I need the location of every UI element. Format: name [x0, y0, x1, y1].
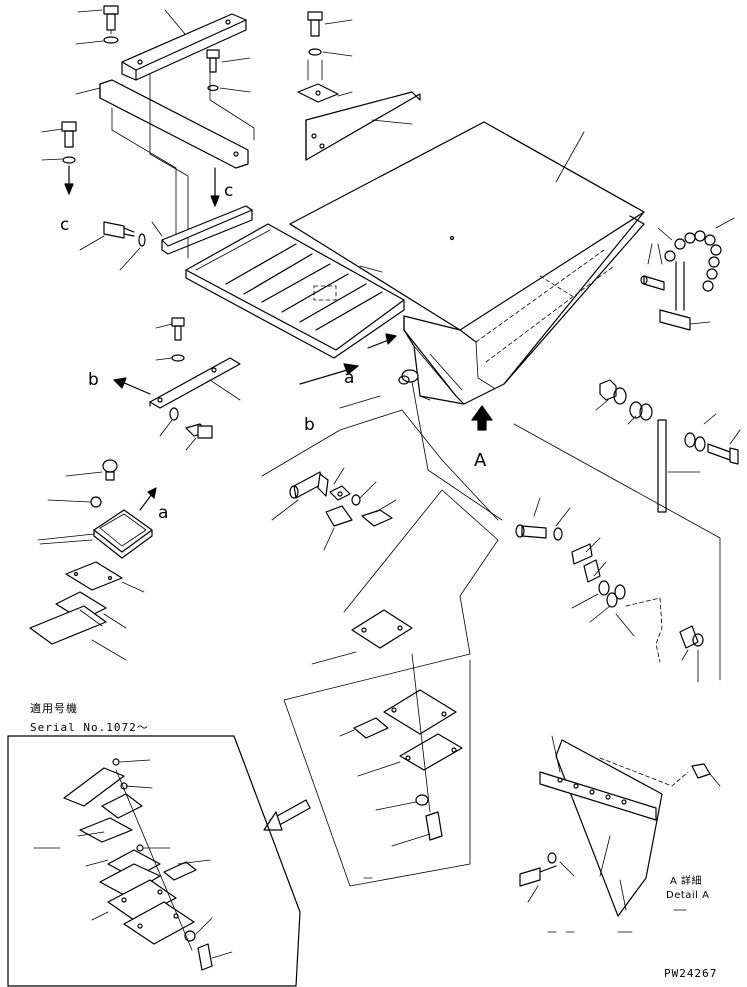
rod-bolt-right	[684, 413, 741, 465]
bolt-lower-b	[159, 407, 213, 451]
middle-flat-bar	[151, 205, 253, 255]
bolt-mid-top	[206, 49, 251, 93]
cover-plate-stack	[29, 561, 145, 661]
left-bar	[75, 79, 249, 169]
chute-body	[289, 121, 645, 405]
top-bolt-left	[75, 5, 119, 45]
bracket-b	[149, 357, 241, 409]
label-a-cover: a	[158, 503, 168, 523]
label-a-chute: a	[344, 368, 354, 388]
chute-pivot	[398, 369, 503, 521]
arrow-a-cover	[139, 487, 157, 511]
view-arrow-a	[471, 405, 493, 431]
hinge-column	[283, 489, 499, 887]
side-guard-plate	[305, 91, 421, 161]
label-c-top: c	[224, 181, 233, 201]
serial-arrow	[263, 799, 311, 831]
detail-a-jp: A 詳細	[670, 874, 702, 887]
right-hinge-group	[513, 423, 721, 683]
serial-note-jp: 適用号機	[30, 701, 78, 715]
arrow-a-chute	[367, 333, 397, 349]
label-b-left: b	[88, 370, 99, 390]
center-pivot-group	[261, 409, 499, 551]
arrow-c-top	[210, 167, 220, 207]
misc-ticks	[363, 877, 687, 933]
arrow-b-right	[299, 363, 381, 409]
arrow-b-left	[113, 377, 151, 395]
label-c-left: c	[60, 215, 69, 235]
bolt-left-c	[41, 121, 77, 195]
upper-angle-bracket	[121, 9, 247, 81]
serial-box-parts	[33, 758, 233, 971]
stay-rod	[657, 419, 701, 513]
bolt-left-b	[155, 317, 185, 362]
label-view-a: A	[474, 450, 487, 471]
detail-a-en: Detail A	[666, 890, 709, 901]
pin-with-chain	[640, 227, 673, 291]
inspection-cover	[37, 509, 153, 559]
chain-assembly	[659, 217, 735, 331]
leader-lines-vertical	[111, 65, 255, 259]
drawing-number: PW24267	[664, 967, 717, 980]
bolt-right-top	[297, 11, 353, 103]
label-b-bottom: b	[304, 415, 315, 435]
side-bolt-left	[79, 221, 146, 271]
cover-bolt	[47, 459, 118, 508]
detail-a-drawing	[519, 735, 721, 917]
serial-box	[7, 735, 301, 987]
serial-note-en: Serial No.1072～	[30, 721, 149, 734]
rod-nuts-upper	[595, 379, 653, 425]
screen-plate	[185, 223, 405, 359]
